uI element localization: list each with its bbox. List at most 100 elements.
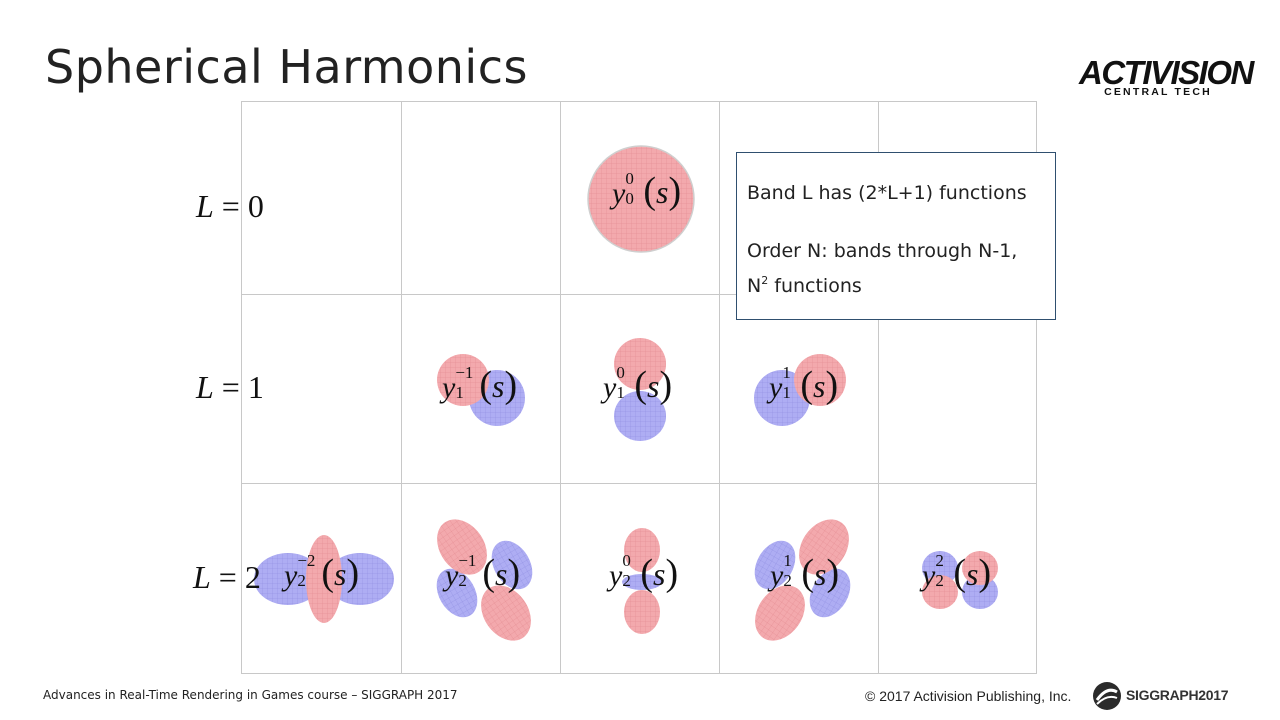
- fn-order: −1: [458, 551, 477, 570]
- fn-order: 1: [783, 551, 792, 570]
- grid-line: [719, 101, 720, 674]
- fn-symbol: y: [769, 371, 783, 404]
- fn-arg: s: [494, 556, 508, 592]
- callout-line-bands: Band L has (2*L+1) functions: [747, 182, 1027, 204]
- slide-title: Spherical Harmonics: [45, 40, 528, 94]
- fn-symbol: y: [284, 559, 298, 592]
- fn-order: −2: [297, 551, 316, 570]
- band-value: 0: [247, 188, 264, 224]
- fn-order: 2: [935, 551, 944, 570]
- fn-symbol: y: [442, 371, 456, 404]
- equals-sign: =: [221, 369, 240, 405]
- lobe-y00: [587, 145, 695, 253]
- paren-close: ): [665, 552, 679, 594]
- lobe-y22: [922, 551, 998, 609]
- fn-arg: s: [813, 556, 827, 592]
- lobe-y2m1: [436, 519, 533, 641]
- fn-band: 1: [455, 383, 464, 402]
- grid-line: [560, 101, 561, 674]
- paren-open: (: [800, 364, 813, 406]
- equals-sign: =: [218, 559, 237, 595]
- callout-exponent: 2: [761, 274, 769, 287]
- fn-band: 0: [625, 189, 634, 208]
- paren-open: (: [479, 364, 492, 406]
- fn-symbol: y: [922, 559, 936, 592]
- fn-band: 1: [616, 383, 625, 402]
- fn-arg: s: [812, 368, 826, 404]
- paren-open: (: [321, 552, 334, 594]
- fn-band: 2: [783, 571, 792, 590]
- fn-band: 2: [935, 571, 944, 590]
- fn-symbol: y: [603, 371, 617, 404]
- paren-close: ): [659, 364, 673, 406]
- callout-line-functions: N2 functions: [747, 266, 1045, 301]
- fn-arg: s: [333, 556, 347, 592]
- fn-band: 2: [458, 571, 467, 590]
- callout-line-order: Order N: bands through N-1,: [747, 240, 1018, 262]
- band-value: 2: [244, 559, 261, 595]
- grid-line: [241, 294, 1037, 295]
- fn-symbol: y: [770, 559, 784, 592]
- callout-functions-word: functions: [768, 275, 862, 297]
- fn-symbol: y: [612, 177, 626, 210]
- paren-close: ): [826, 552, 840, 594]
- paren-open: (: [640, 552, 653, 594]
- row-label-l2: L = 2: [193, 559, 261, 596]
- paren-close: ): [346, 552, 360, 594]
- grid-line: [241, 483, 1037, 484]
- grid-line: [401, 101, 402, 674]
- band-symbol: L: [193, 559, 211, 595]
- fn-arg: s: [655, 174, 669, 210]
- fn-arg: s: [646, 368, 660, 404]
- lobe-y11: [754, 354, 846, 426]
- footer-copyright: © 2017 Activision Publishing, Inc.: [865, 688, 1072, 704]
- paren-open: (: [634, 364, 647, 406]
- fn-order: −1: [455, 363, 474, 382]
- paren-close: ): [504, 364, 518, 406]
- fn-order: 1: [782, 363, 791, 382]
- fn-order: 0: [625, 169, 634, 188]
- fn-band: 1: [782, 383, 791, 402]
- lobe-y20: [622, 528, 662, 634]
- fn-arg: s: [965, 556, 979, 592]
- fn-band: 2: [622, 571, 631, 590]
- paren-open: (: [643, 170, 656, 212]
- siggraph-logo-icon: [1093, 682, 1121, 710]
- fn-symbol: y: [609, 559, 623, 592]
- callout-n: N: [747, 275, 762, 297]
- info-callout: Band L has (2*L+1) functions Order N: ba…: [736, 152, 1056, 320]
- band-value: 1: [247, 369, 264, 405]
- lobe-y1m1: [437, 354, 525, 426]
- paren-close: ): [825, 364, 839, 406]
- fn-arg: s: [652, 556, 666, 592]
- paren-close: ): [668, 170, 682, 212]
- row-label-l0: L = 0: [196, 188, 264, 225]
- paren-close: ): [978, 552, 992, 594]
- paren-open: (: [953, 552, 966, 594]
- footer-siggraph: SIGGRAPH2017: [1126, 687, 1229, 703]
- paren-close: ): [507, 552, 521, 594]
- band-symbol: L: [196, 188, 214, 224]
- grid-line: [878, 101, 879, 674]
- activision-logo: ACTIVISION CENTRAL TECH: [1079, 54, 1254, 99]
- fn-symbol: y: [445, 559, 459, 592]
- fn-order: 0: [622, 551, 631, 570]
- logo-sub-text: CENTRAL TECH: [1104, 86, 1212, 98]
- fn-order: 0: [616, 363, 625, 382]
- lobe-y21: [754, 519, 851, 641]
- equals-sign: =: [221, 188, 240, 224]
- footer-course: Advances in Real-Time Rendering in Games…: [43, 688, 458, 702]
- fn-arg: s: [491, 368, 505, 404]
- row-label-l1: L = 1: [196, 369, 264, 406]
- paren-open: (: [482, 552, 495, 594]
- lobe-y10: [614, 338, 666, 441]
- logo-main-text: ACTIVISION: [1079, 54, 1254, 91]
